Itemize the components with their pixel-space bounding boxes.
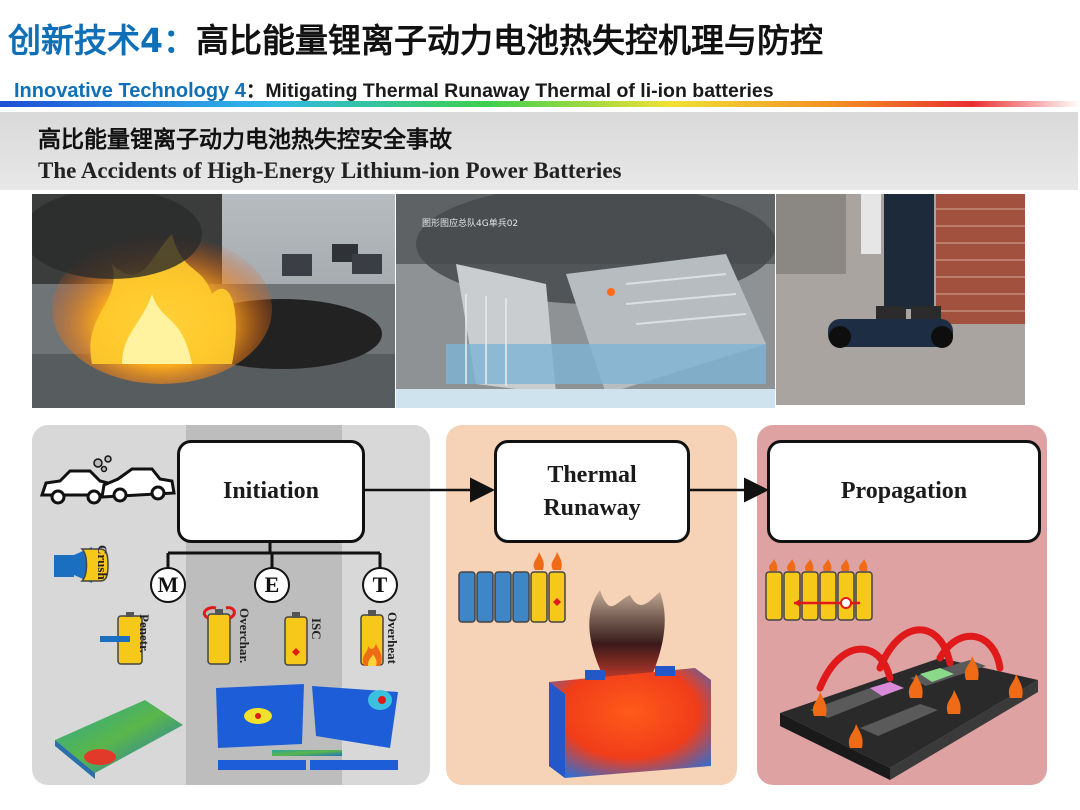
initiation-label: Initiation	[222, 478, 320, 505]
thermal-runaway-box: Thermal Runaway	[494, 440, 690, 543]
overheat-cell-icon	[360, 610, 384, 666]
mode-electrical-letter: E	[264, 572, 280, 597]
section-title-english: The Accidents of High-Energy Lithium-ion…	[38, 158, 622, 183]
thermal-runaway-label-line2: Runaway	[543, 494, 641, 521]
overheat-label: Overheat	[385, 612, 400, 664]
rainbow-divider	[0, 101, 1080, 107]
slide-title-chinese: 创新技术4：高比能量锂离子动力电池热失控机理与防控	[8, 14, 823, 62]
penetration-label: Penetr.	[137, 614, 152, 653]
overcharge-label: Overchar.	[237, 608, 252, 664]
propagation-box: Propagation	[767, 440, 1041, 543]
mode-mechanical-circle: M	[150, 567, 186, 603]
hoverboard-photo	[776, 194, 1025, 405]
thermal-simulation-image	[549, 590, 711, 778]
crush-label: Crush	[95, 545, 110, 580]
mechanical-simulation-image	[55, 700, 183, 779]
isc-cell-icon	[284, 612, 308, 666]
penetration-cell-icon	[100, 612, 143, 665]
crush-cell-icon	[54, 547, 109, 583]
car-crash-icon	[39, 455, 176, 505]
propagating-cells-icon	[765, 559, 873, 621]
mode-thermal-circle: T	[362, 567, 398, 603]
mode-thermal-letter: T	[372, 572, 388, 597]
slide-title-english: Innovative Technology 4：Mitigating Therm…	[14, 74, 774, 103]
cell-array-icon	[458, 552, 566, 623]
isc-label: ISC	[309, 618, 324, 640]
title-en-separator: ：	[245, 80, 266, 102]
thermal-runaway-label-line1: Thermal	[547, 462, 637, 489]
title-cn-rest: 高比能量锂离子动力电池热失控机理与防控	[195, 21, 823, 60]
mode-mechanical-letter: M	[157, 572, 179, 597]
bus-photo-overlay-text: 图形图应总队4G单兵02	[422, 219, 519, 229]
mode-electrical-circle: E	[254, 567, 290, 603]
title-en-rest: Mitigating Thermal Runaway Thermal of li…	[265, 80, 774, 102]
overcharge-cell-icon	[202, 606, 236, 665]
title-cn-lead: 创新技术4：	[8, 21, 196, 60]
section-banner	[0, 112, 1078, 190]
car-fire-photo	[32, 194, 395, 408]
bus-fire-photo: 图形图应总队4G单兵02	[396, 194, 775, 408]
section-title-chinese: 高比能量锂离子动力电池热失控安全事故	[38, 127, 452, 153]
battery-pack-propagation-image	[780, 626, 1038, 780]
title-en-lead: Innovative Technology 4	[14, 80, 246, 102]
initiation-box: Initiation	[177, 440, 365, 543]
propagation-label: Propagation	[840, 478, 968, 505]
electrical-simulation-image	[216, 684, 398, 770]
